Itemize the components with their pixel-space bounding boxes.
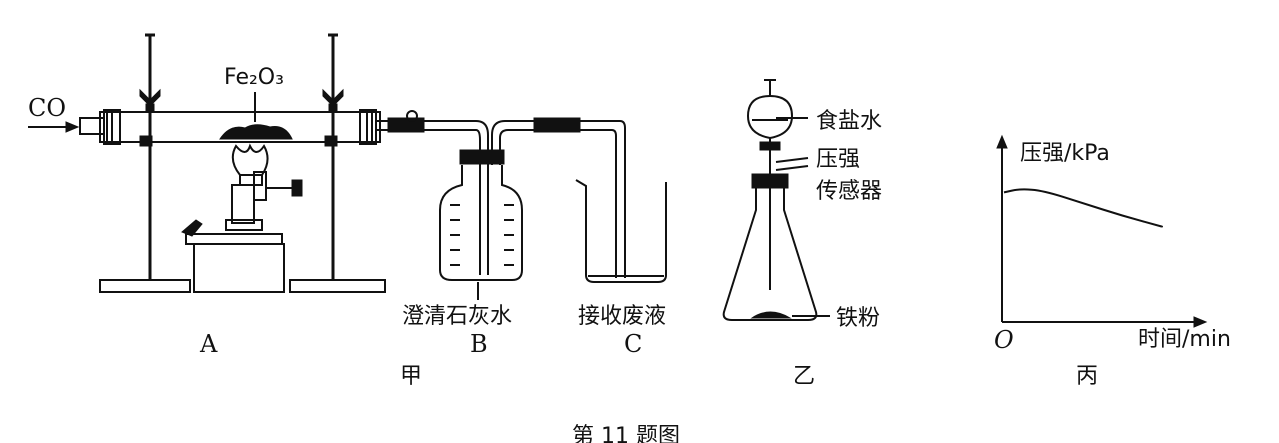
bottle-stopper: [459, 149, 505, 165]
iron-powder-label: 铁粉: [836, 306, 880, 331]
conical-flask: [722, 188, 818, 321]
alcohol-burner: [181, 143, 303, 293]
connector-a-b: [376, 110, 489, 275]
fe2o3-powder: [219, 124, 293, 140]
co-label: CO: [28, 94, 66, 122]
lime-water-label: 澄清石灰水: [402, 304, 512, 329]
apparatus-c: 接收废液 C: [575, 179, 667, 358]
reaction-tube: [99, 109, 381, 147]
iron-powder: [750, 311, 792, 319]
sensor-label: 传感器: [816, 179, 882, 204]
waste-liquid-label: 接收废液: [578, 304, 666, 329]
origin-label: O: [994, 326, 1014, 354]
lime-water: [450, 204, 514, 266]
right-iron-stand: [289, 33, 386, 293]
left-iron-stand: [99, 33, 191, 293]
letter-a: A: [199, 330, 218, 358]
y-axis-label: 压强/kPa: [1020, 141, 1110, 166]
letter-c: C: [624, 330, 642, 358]
salt-water-label: 食盐水: [816, 109, 882, 134]
caption-yi: 乙: [793, 364, 815, 389]
figure-caption: 第 11 题图: [572, 424, 680, 443]
apparatus-yi: 食盐水 压强 传感器 铁粉 乙: [722, 79, 882, 389]
fe2o3-label: Fe₂O₃: [224, 65, 284, 90]
apparatus-a: CO: [28, 33, 386, 358]
group-jia-label: 甲: [400, 364, 422, 389]
beaker: [575, 179, 667, 283]
co-inlet-arrow: [28, 121, 80, 133]
letter-b: B: [470, 330, 488, 358]
x-axis: [1002, 316, 1208, 328]
pressure-curve: [1003, 188, 1164, 228]
flask-stopper: [751, 173, 789, 189]
y-axis: [996, 134, 1008, 322]
caption-bing: 丙: [1076, 364, 1098, 389]
x-axis-label: 时间/min: [1138, 327, 1231, 352]
gas-washing-bottle: [439, 165, 523, 281]
graph-bing: 压强/kPa 时间/min O 丙: [994, 134, 1231, 389]
apparatus-b: 澄清石灰水 B: [402, 117, 626, 358]
pressure-label: 压强: [816, 147, 860, 172]
